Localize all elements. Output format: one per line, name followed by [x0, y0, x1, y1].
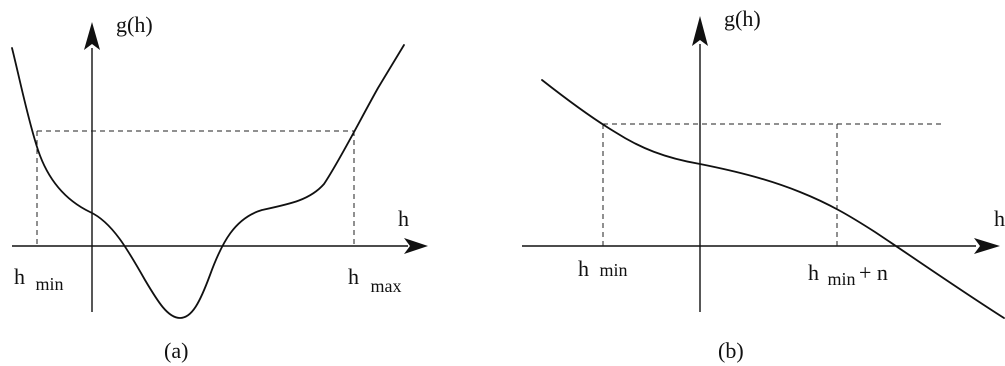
panel-a-hmin-label: h min: [14, 264, 64, 294]
panel-a-x-axis-arrow: [404, 238, 428, 254]
panel-a-caption: (a): [164, 338, 188, 363]
panel-b-hmin-main: h: [578, 256, 589, 281]
panel-b-hmin-n-suffix: + n: [859, 260, 888, 285]
panel-b-hmin-sub: min: [600, 260, 628, 280]
panel-b-hmin-n-label: h min + n: [808, 260, 888, 290]
panel-b-hmin-n-main: h: [808, 260, 819, 285]
panel-b-hmin-n-sub: min: [828, 269, 856, 289]
panel-a-hmin-sub: min: [36, 274, 64, 294]
panel-a-curve: [11, 44, 405, 319]
panel-a: g(h) h h min h max (a): [11, 12, 428, 363]
panel-b-curve: [541, 79, 1005, 319]
panel-a-y-axis-arrow: [84, 22, 100, 50]
panel-a-hmin-main: h: [14, 264, 25, 289]
panel-a-hmax-main: h: [348, 264, 359, 289]
panel-a-hmax-label: h max: [348, 264, 402, 296]
panel-a-x-label: h: [398, 206, 409, 231]
panel-b-y-label: g(h): [724, 6, 761, 31]
panel-a-hmax-sub: max: [371, 276, 402, 296]
panel-b-x-axis-arrow: [974, 238, 1000, 254]
panel-b-x-label: h: [994, 206, 1005, 231]
panel-b-caption: (b): [718, 338, 744, 363]
panel-b: g(h) h h min h min + n (b): [522, 6, 1005, 363]
panel-b-hmin-label: h min: [578, 256, 628, 281]
panel-a-y-label: g(h): [116, 12, 153, 37]
panel-b-y-axis-arrow: [692, 16, 708, 46]
